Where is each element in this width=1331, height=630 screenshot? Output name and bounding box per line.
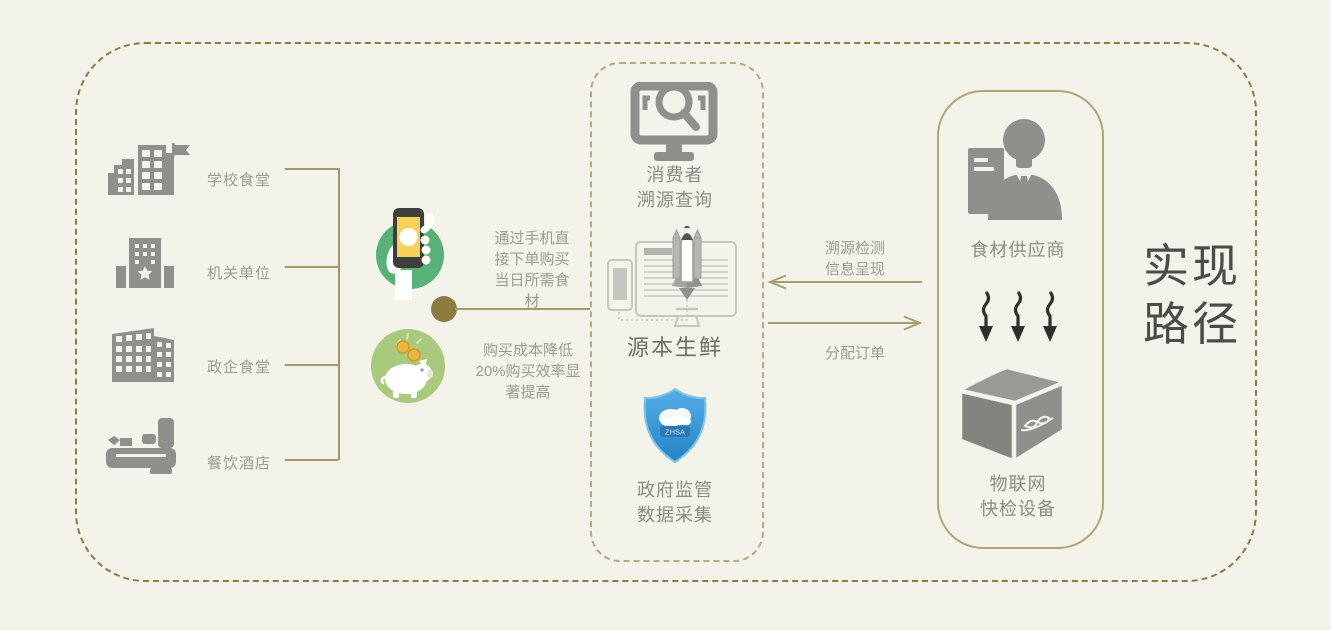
- outer-dashed-frame: [75, 42, 1257, 582]
- bracket-line-enterprise: [285, 364, 338, 366]
- monitor-search-icon: [630, 82, 718, 161]
- bracket-vertical-line: [338, 168, 340, 460]
- savings-note: 购买成本降低 20%购买效率显 著提高: [475, 342, 581, 401]
- traceability-flow-label: 溯源检测 信息呈现: [824, 240, 885, 278]
- consumer-trace-label: 消费者 溯源查询: [637, 165, 713, 210]
- iot-box-icon: [957, 366, 1067, 463]
- gov-shield-icon: ZHSA: [643, 387, 707, 464]
- platform-dashed-box: [590, 62, 764, 562]
- government-building-icon: [116, 238, 174, 288]
- phone-order-note: 通过手机直 接下单购买 当日所需食 材: [494, 230, 570, 310]
- bracket-line-government: [285, 266, 338, 268]
- rocket-monitor-icon: [607, 226, 737, 327]
- arrow-right-icon: [768, 315, 923, 331]
- orders-flow-label: 分配订单: [824, 345, 885, 362]
- supplier-solid-box: [937, 90, 1104, 549]
- device-label: 物联网 快检设备: [980, 474, 1056, 519]
- piggy-bank-icon: [371, 329, 445, 403]
- supplier-label: 食材供应商: [970, 240, 1066, 260]
- arrow-left-icon: [767, 274, 922, 290]
- client-label-enterprise: 政企食堂: [207, 359, 272, 376]
- office-building-icon: [112, 328, 174, 382]
- client-label-restaurant: 餐饮酒店: [207, 455, 272, 472]
- supplier-person-icon: [968, 119, 1062, 220]
- school-buildings-icon: [108, 143, 190, 195]
- phone-in-hand-icon: [376, 208, 444, 300]
- page-title: 实现 路径: [1143, 240, 1241, 350]
- wavy-down-arrows-icon: [979, 290, 1057, 342]
- connector-line-to-platform: [455, 308, 590, 310]
- bracket-line-restaurant: [285, 459, 338, 461]
- svg-text:ZHSA: ZHSA: [665, 428, 685, 437]
- client-label-government: 机关单位: [207, 265, 272, 282]
- bracket-line-school: [285, 168, 338, 170]
- gov-data-label: 政府监管 数据采集: [637, 480, 713, 525]
- restaurant-hotel-icon: [106, 418, 176, 474]
- connector-dot: [431, 296, 457, 322]
- client-label-school: 学校食堂: [207, 172, 272, 189]
- brand-label: 源本生鲜: [626, 335, 723, 360]
